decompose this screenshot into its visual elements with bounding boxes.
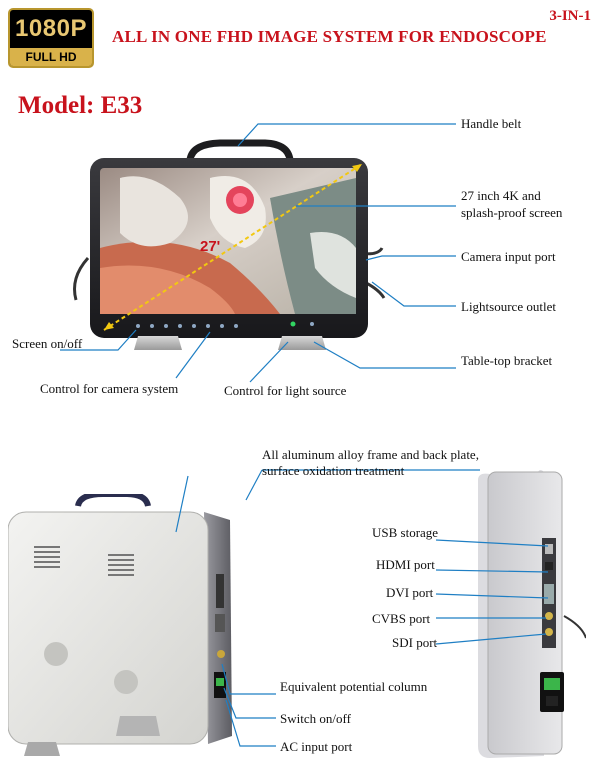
- label-screen-line1: 27 inch 4K and: [461, 188, 541, 203]
- label-dvi-port: DVI port: [386, 585, 434, 600]
- back-plate-illustration: [8, 494, 232, 756]
- badge-full: FULL: [25, 50, 57, 64]
- label-ac-input-port: AC input port: [280, 739, 353, 754]
- back-plate: [8, 511, 209, 745]
- label-frame-line2: surface oxidation treatment: [262, 463, 405, 478]
- front-monitor-illustration: [73, 139, 386, 350]
- label-control-camera-system: Control for camera system: [40, 381, 179, 396]
- tag-3-in-1: 3-IN-1: [549, 8, 591, 24]
- badge-hd: HD: [59, 50, 77, 64]
- label-control-light-source: Control for light source: [224, 383, 347, 398]
- handle-belt-shape: [186, 139, 294, 161]
- label-switch-onoff: Switch on/off: [280, 711, 351, 726]
- label-frame-line1: All aluminum alloy frame and back plate,: [262, 447, 479, 462]
- label-handle-belt: Handle belt: [461, 116, 522, 131]
- front-control-buttons: [136, 324, 238, 328]
- page-title: ALL IN ONE FHD IMAGE SYSTEM FOR ENDOSCOP…: [112, 27, 547, 46]
- left-table-bracket: [134, 336, 182, 350]
- right-table-bracket: [278, 336, 326, 350]
- label-screen-line2: splash-proof screen: [461, 205, 563, 220]
- screen-diagonal-line: [103, 163, 363, 331]
- label-screen-onoff: Screen on/off: [12, 336, 83, 351]
- label-cvbs-port: CVBS port: [372, 611, 431, 626]
- screen-size-mark: 27': [200, 238, 221, 255]
- label-camera-input-port: Camera input port: [461, 249, 556, 264]
- label-hdmi-port: HDMI port: [376, 557, 435, 572]
- badge-resolution: 1080P: [15, 15, 87, 42]
- label-equivalent-potential-column: Equivalent potential column: [280, 679, 428, 694]
- label-usb-storage: USB storage: [372, 525, 439, 540]
- model-name: Model: E33: [18, 92, 143, 119]
- label-sdi-port: SDI port: [392, 635, 438, 650]
- side-panel-illustration: [478, 470, 586, 758]
- label-lightsource-outlet: Lightsource outlet: [461, 299, 556, 314]
- label-table-top-bracket: Table-top bracket: [461, 353, 553, 368]
